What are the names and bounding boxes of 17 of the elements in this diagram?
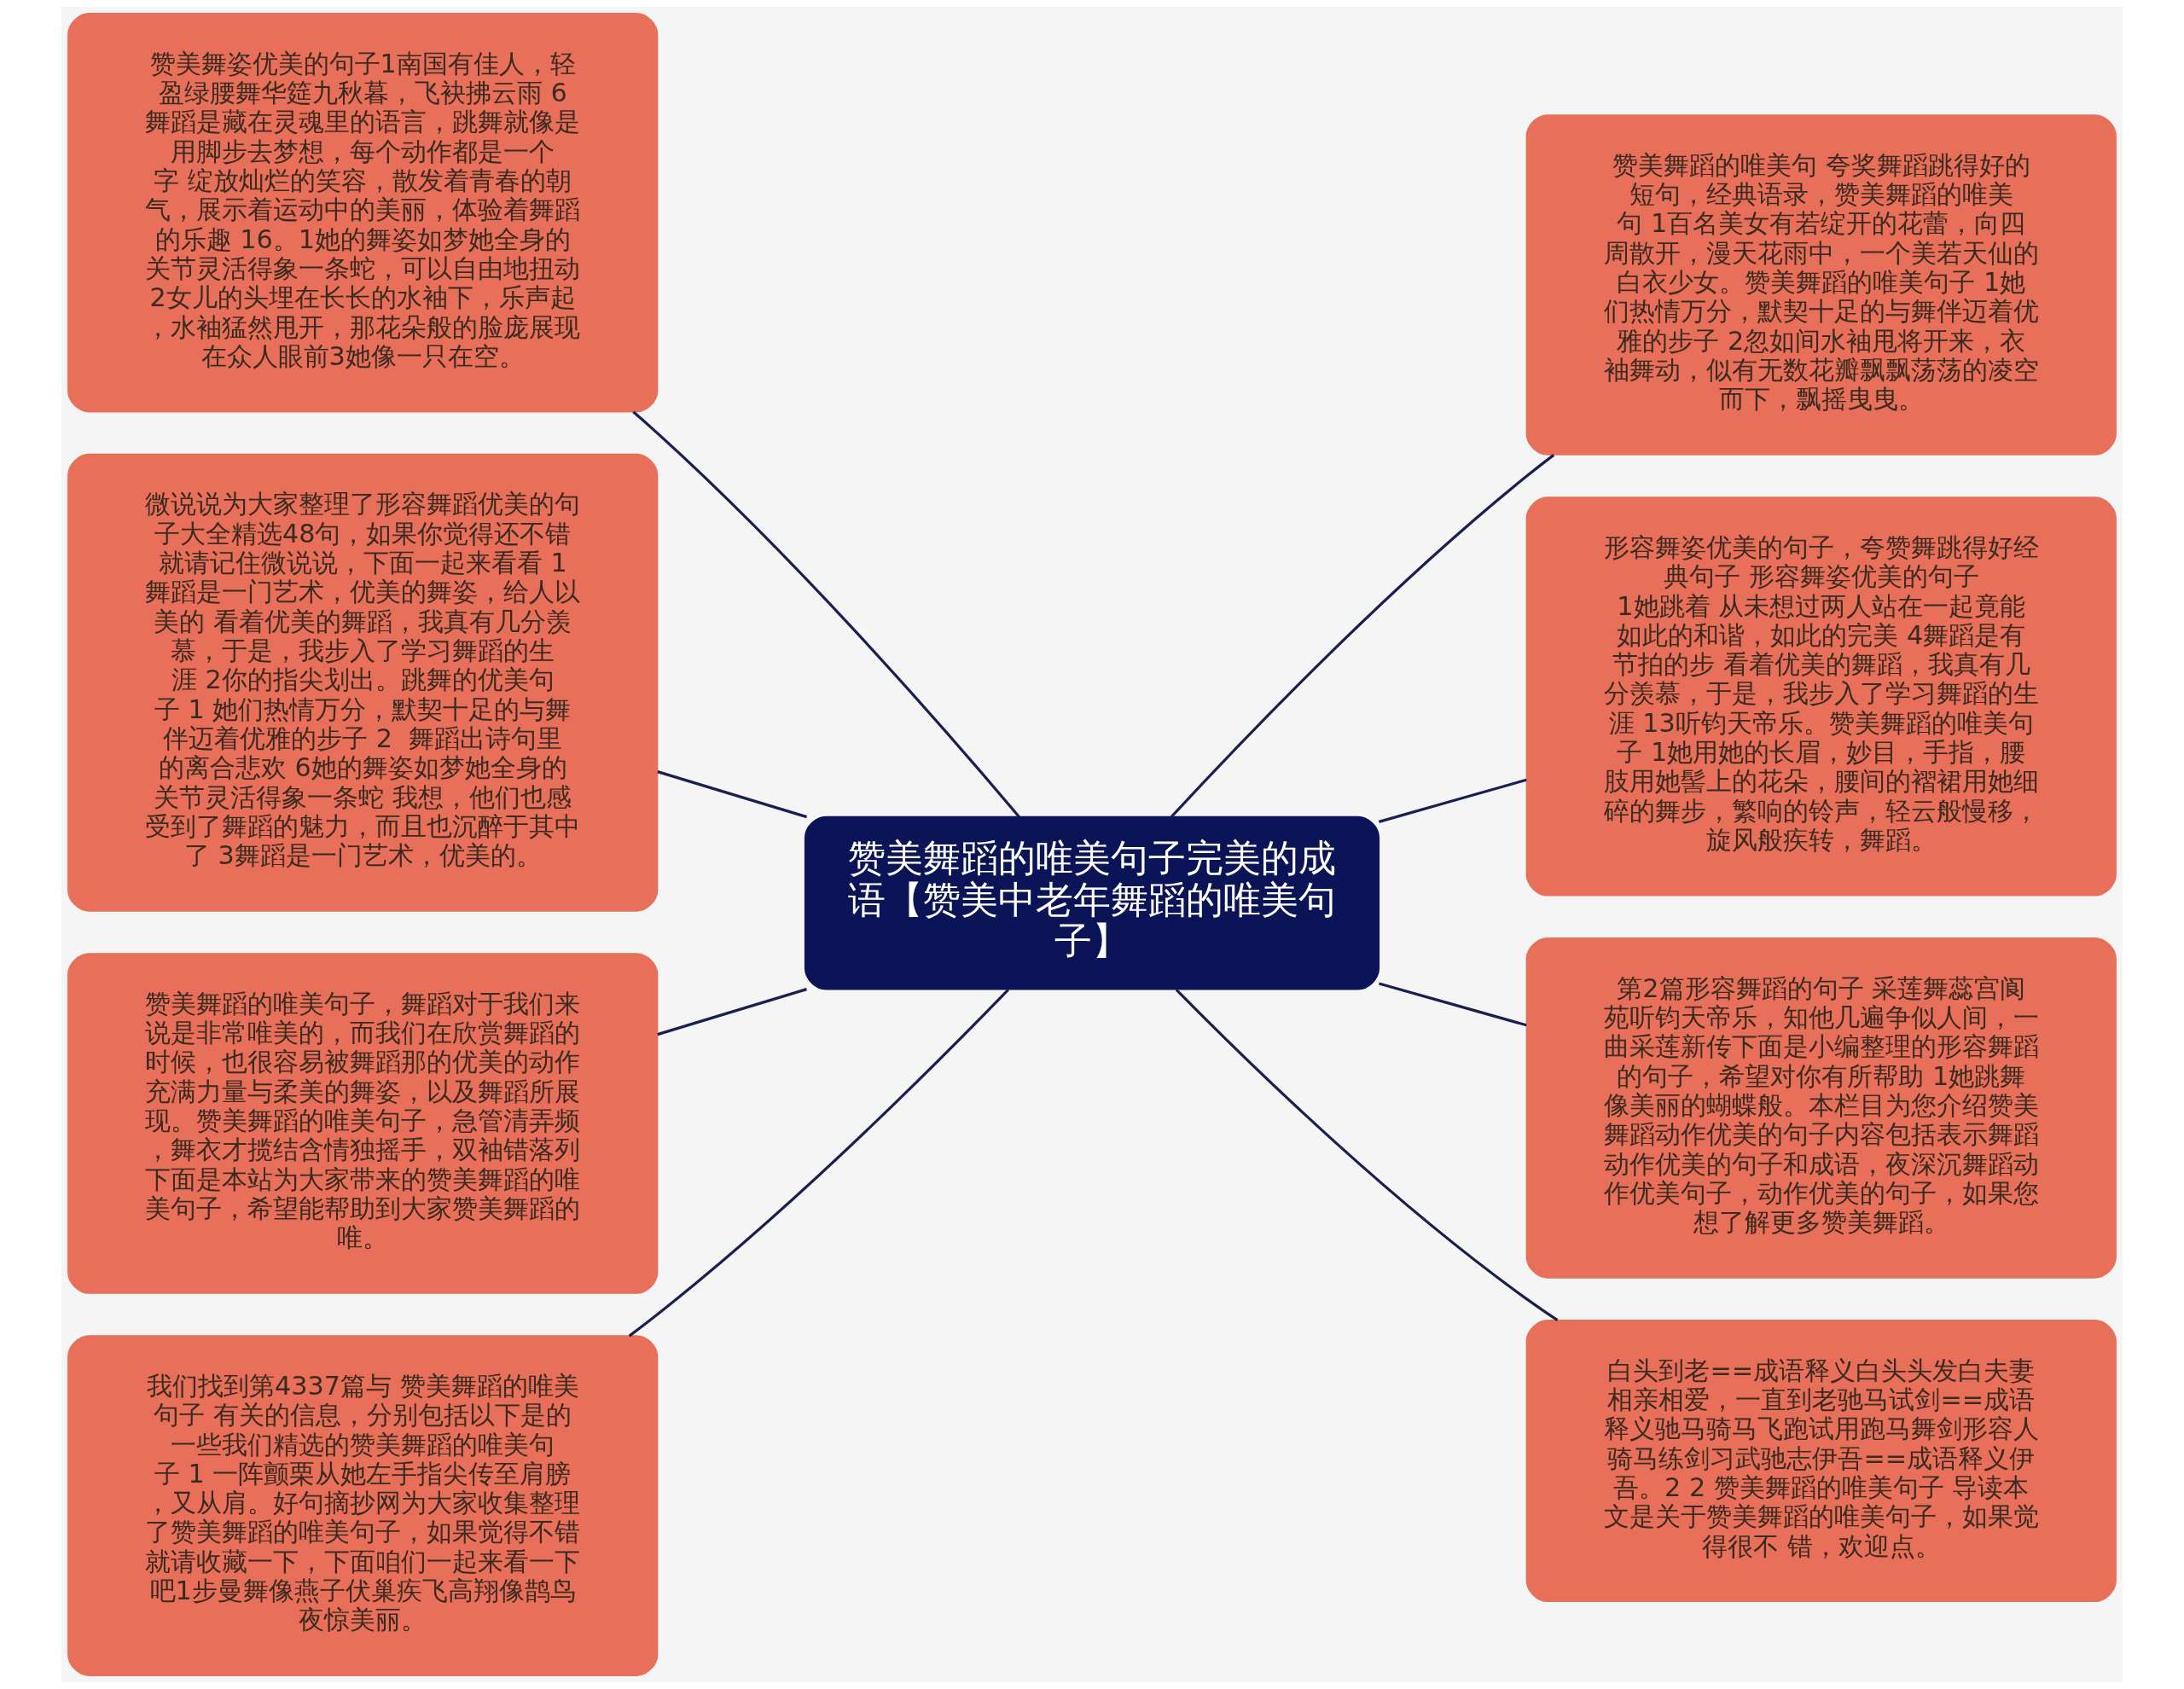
node-box: 赞美舞蹈的唯美句子完美的成语【赞美中老年舞蹈的唯美句子】 bbox=[804, 815, 1380, 990]
connector bbox=[1378, 778, 1527, 823]
node-box: 第2篇形容舞蹈的句子 采莲舞蕊宫阆苑听钧天帝乐，知他几遍争似人间，一曲采莲新传下面是小编整理的形容舞蹈的句子，希望对你有所帮助 1她跳舞像美丽的蝴蝶般。本栏目为您介绍赞美舞蹈动作优美的句子内容包括表示舞蹈动作优美的句子和成语，夜深沉舞蹈动作优美句子，动作优美的句子，如果您想了解更多赞美舞蹈。 bbox=[1525, 937, 2117, 1279]
connector bbox=[1175, 989, 1559, 1321]
node-box: 赞美舞蹈的唯美句 夸奖舞蹈跳得好的短句，经典语录，赞美舞蹈的唯美句 1百名美女有若绽开的花蕾，向四周散开，漫天花雨中，一个美若天仙的白衣少女。赞美舞蹈的唯美句子 1她们热情万分，默契十足的与舞伴迈着优雅的步子 2忽如间水袖甩将开来，衣袖舞动，似有无数花瓣飘飘荡荡的凌空而下，飘摇曳曳。 bbox=[1525, 114, 2117, 456]
connector bbox=[628, 989, 1009, 1338]
connector bbox=[657, 988, 807, 1036]
node-box: 我们找到第4337篇与 赞美舞蹈的唯美句子 有关的信息，分别包括以下是的一些我们精选的赞美舞蹈的唯美句子 1 一阵颤栗从她左手指尖传至肩膀，又从肩。好句摘抄网为大家收集整理了赞美舞蹈的唯美句子，如果觉得不错就请收藏一下，下面咱们一起来看一下吧1步曼舞像燕子伏巢疾飞高翔像鹊鸟夜惊美丽。 bbox=[67, 1335, 659, 1676]
connector bbox=[1170, 454, 1555, 818]
node-box: 赞美舞蹈的唯美句子，舞蹈对于我们来说是非常唯美的，而我们在欣赏舞蹈的时候，也很容易被舞蹈那的优美的动作充满力量与柔美的舞姿，以及舞蹈所展现。赞美舞蹈的唯美句子，急管清弄频，舞衣才揽结含情独摇手，双袖错落列下面是本站为大家带来的赞美舞蹈的唯美句子，希望能帮助到大家赞美舞蹈的唯。 bbox=[67, 953, 659, 1294]
connector bbox=[657, 770, 807, 819]
node-box: 赞美舞姿优美的句子1南国有佳人，轻盈绿腰舞华筵九秋暮，飞袂拂云雨 6舞蹈是藏在灵魂里的语言，跳舞就像是用脚步去梦想，每个动作都是一个字 绽放灿烂的笑容，散发着青春的朝气，展示着运动中的美丽，体验着舞蹈的乐趣 16。1她的舞姿如梦她全身的关节灵活得象一条蛇，可以自由地扭动2女儿的头埋在长长的水袖下，乐声起，水袖猛然甩开，那花朵般的脸庞展现在众人眼前3她像一只在空。 bbox=[67, 13, 659, 413]
connector bbox=[632, 410, 1020, 818]
node-box: 白头到老==成语释义白头头发白夫妻相亲相爱，一直到老驰马试剑==成语释义驰马骑马飞跑试用跑马舞剑形容人骑马练剑习武驰志伊吾==成语释义伊吾。2 2 赞美舞蹈的唯美句子 导读本文是关于赞美舞蹈的唯美句子，如果觉得很不 错，欢迎点。 bbox=[1525, 1320, 2117, 1603]
node-box: 微说说为大家整理了形容舞蹈优美的句子大全精选48句，如果你觉得还不错就请记住微说说，下面一起来看看 1舞蹈是一门艺术，优美的舞姿，给人以美的 看着优美的舞蹈，我真有几分羡慕，于是，我步入了学习舞蹈的生涯 2你的指尖划出。跳舞的优美句子 1 她们热情万分，默契十足的与舞伴迈着优雅的步子 2 舞蹈出诗句里的离合悲欢 6她的舞姿如梦她全身的关节灵活得象一条蛇 我想，他们也感受到了舞蹈的魅力，而且也沉醉于其中了 3舞蹈是一门艺术，优美的。 bbox=[67, 453, 659, 912]
node-box: 形容舞姿优美的句子，夸赞舞跳得好经典句子 形容舞姿优美的句子 1她跳着 从未想过两人站在一起竟能如此的和谐，如此的完美 4舞蹈是有节拍的步 看着优美的舞蹈，我真有几分羡慕，于是，我步入了学习舞蹈的生涯 13听钧天帝乐。赞美舞蹈的唯美句子 1她用她的长眉，妙目，手指，腰肢用她髻上的花朵，腰间的褶裙用她细碎的舞步，繁响的铃声，轻云般慢移，旋风般疾转，舞蹈。 bbox=[1525, 496, 2117, 897]
connector bbox=[1378, 982, 1527, 1027]
